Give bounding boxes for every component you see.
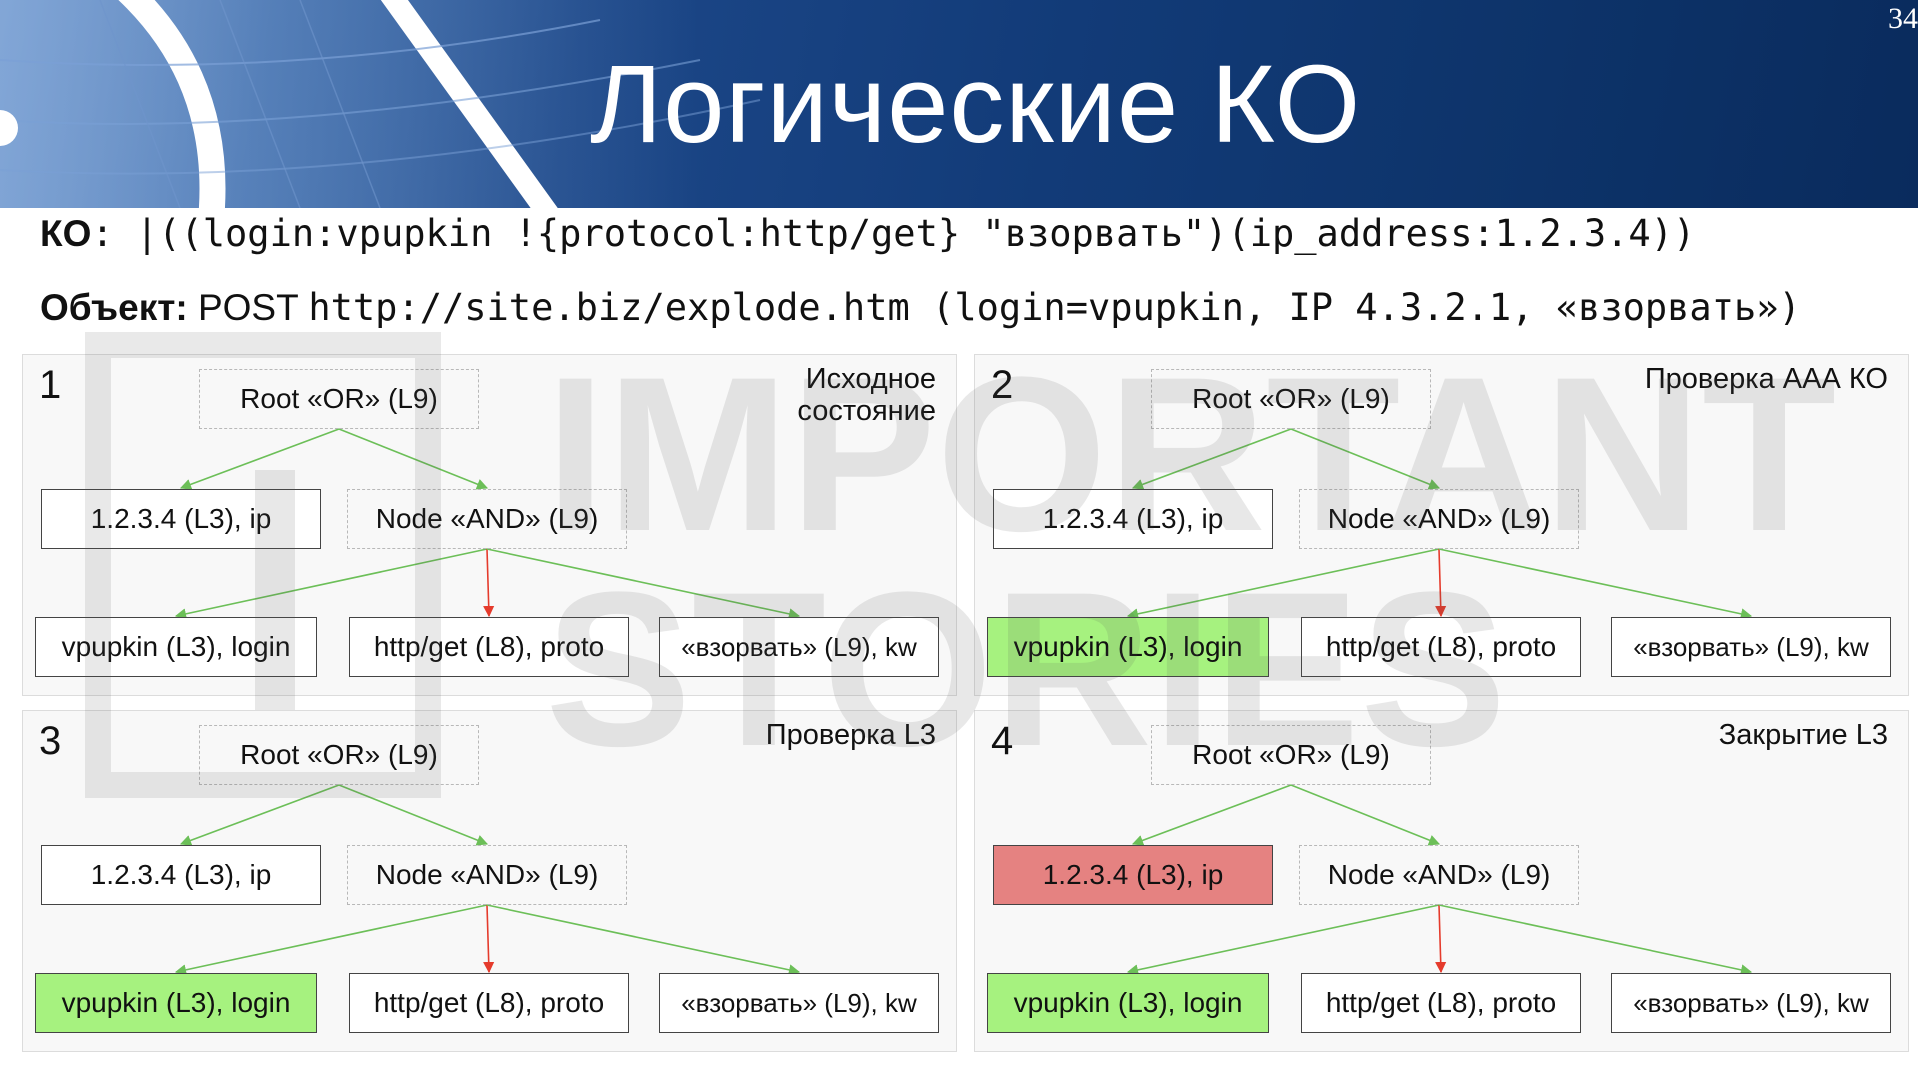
panel-number: 3 [39,719,62,763]
object-line: Объект: POST http://site.biz/explode.htm… [40,286,1801,329]
tree-edges [1126,784,1753,976]
object-label: Объект: [40,287,188,328]
edge-root-ip [179,428,340,490]
panel-4: 4 Закрытие L3 Root «OR» (L9) 1.2.3.4 (L3), … [974,710,1909,1052]
tree-node-kw: «взорвать» (L9), kw [659,617,939,677]
slide-title: Логические КО [590,43,1362,166]
tree-node-and: Node «AND» (L9) [347,489,627,549]
edge-and-kw [1438,548,1753,620]
edge-root-ip [1131,428,1292,490]
tree-node-proto: http/get (L8), proto [1301,617,1581,677]
edge-and-kw [1438,904,1753,976]
edge-root-and [338,428,489,490]
tree-node-and: Node «AND» (L9) [1299,489,1579,549]
panel-caption: Проверка L3 [765,719,936,751]
tree-node-root: Root «OR» (L9) [1151,725,1431,785]
tree-node-login: vpupkin (L3), login [35,617,317,677]
panel-2: 2 Проверка ААА КО Root «OR» (L9) 1.2.3.4 (L… [974,354,1909,696]
edge-root-and [1290,428,1441,490]
panel-3: 3 Проверка L3 Root «OR» (L9) 1.2.3.4 (L3), … [22,710,957,1052]
edge-root-ip [179,784,340,846]
banner-background-art [0,0,761,208]
panel-caption: Закрытие L3 [1718,719,1888,751]
object-method: POST [187,287,309,328]
tree-node-proto: http/get (L8), proto [349,973,629,1033]
negated-edge-and-proto [483,548,495,618]
edge-root-ip [1131,784,1292,846]
tree-node-and: Node «AND» (L9) [1299,845,1579,905]
tree-node-ip: 1.2.3.4 (L3), ip [41,845,321,905]
negated-edge-and-proto [483,904,495,974]
edge-and-login [1126,904,1440,976]
tree-node-proto: http/get (L8), proto [349,617,629,677]
edge-and-kw [486,548,801,620]
tree-node-and: Node «AND» (L9) [347,845,627,905]
negated-edge-and-proto [1435,904,1447,974]
tree-node-root: Root «OR» (L9) [199,725,479,785]
tree-node-kw: «взорвать» (L9), kw [659,973,939,1033]
panel-1: 1 Исходное состояние Root «OR» (L9) 1.2.3.4… [22,354,957,696]
ko-separator: : [91,212,114,255]
object-request: http://site.biz/explode.htm (login=vpupk… [308,286,1801,329]
panel-caption: Проверка ААА КО [1644,363,1888,395]
tree-node-login: vpupkin (L3), login [987,617,1269,677]
tree-node-ip: 1.2.3.4 (L3), ip [41,489,321,549]
ko-query-line: КО: |((login:vpupkin !{protocol:http/get… [40,212,1695,255]
ko-expression: |((login:vpupkin !{protocol:http/get} "в… [113,212,1696,255]
tree-node-proto: http/get (L8), proto [1301,973,1581,1033]
tree-node-ip: 1.2.3.4 (L3), ip [993,489,1273,549]
edge-and-login [174,548,488,620]
panel-caption: Исходное состояние [797,363,936,427]
tree-node-login: vpupkin (L3), login [987,973,1269,1033]
edge-and-kw [486,904,801,976]
tree-node-login: vpupkin (L3), login [35,973,317,1033]
panel-number: 1 [39,363,62,407]
tree-node-root: Root «OR» (L9) [199,369,479,429]
slide-number: 34 [1888,2,1918,35]
tree-node-root: Root «OR» (L9) [1151,369,1431,429]
tree-edges [174,784,801,976]
edge-root-and [1290,784,1441,846]
edge-root-and [338,784,489,846]
panel-number: 4 [991,719,1014,763]
edge-and-login [1126,548,1440,620]
header-banner: Логические КО 34 [0,0,1918,208]
tree-edges [1126,428,1753,620]
ko-label: КО [40,213,92,254]
negated-edge-and-proto [1435,548,1447,618]
edge-and-login [174,904,488,976]
tree-edges [174,428,801,620]
tree-node-kw: «взорвать» (L9), kw [1611,617,1891,677]
panel-number: 2 [991,363,1014,407]
tree-node-kw: «взорвать» (L9), kw [1611,973,1891,1033]
tree-node-ip: 1.2.3.4 (L3), ip [993,845,1273,905]
